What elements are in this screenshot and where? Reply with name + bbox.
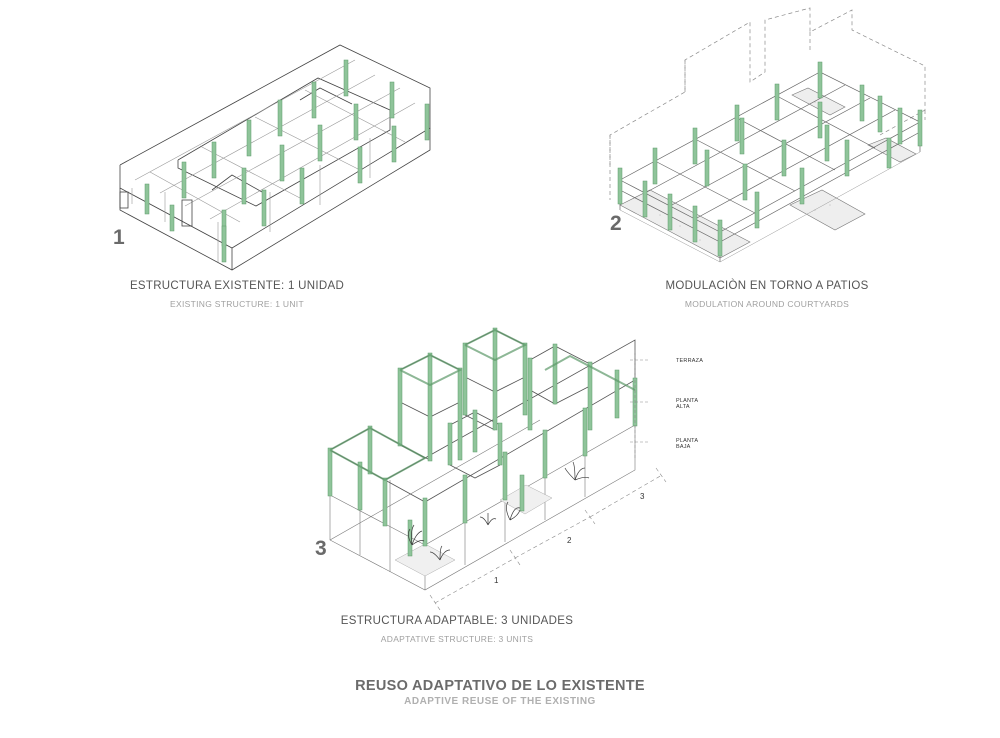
level-label-planta-baja: PLANTA BAJA [676, 438, 698, 450]
diagram-3-number: 3 [315, 537, 327, 560]
green-columns [327, 327, 638, 557]
diagram-2-caption-es: MODULACIÒN EN TORNO A PATIOS [665, 280, 869, 292]
diagram-1-caption-es: ESTRUCTURA EXISTENTE: 1 UNIDAD [129, 280, 345, 292]
diagram-3-drawing [327, 327, 667, 611]
diagram-3: 3 TERRAZA PLANTA ALTA PLANTA BAJA 1 2 3 … [290, 320, 710, 644]
diagram-3-caption: ESTRUCTURA ADAPTABLE: 3 UNIDADES ADAPTAT… [307, 615, 607, 644]
level-label-terraza: TERRAZA [676, 358, 704, 364]
unit-dimension-2: 2 [567, 536, 572, 545]
unit-dimension-3: 3 [640, 492, 645, 501]
diagram-2-caption-en: MODULATION AROUND COURTYARDS [684, 299, 850, 309]
main-title: REUSO ADAPTATIVO DE LO EXISTENTE ADAPTIV… [0, 678, 1000, 707]
unit-dimension-1: 1 [494, 576, 499, 585]
diagram-2-drawing [609, 7, 926, 263]
plant-icons [408, 461, 590, 561]
diagram-1-caption: ESTRUCTURA EXISTENTE: 1 UNIDAD EXISTING … [87, 280, 387, 309]
diagram-1: 1 ESTRUCTURA EXISTENTE: 1 UNIDAD EXISTIN… [0, 0, 480, 330]
diagram-1-drawing [119, 44, 431, 271]
diagram-3-caption-es: ESTRUCTURA ADAPTABLE: 3 UNIDADES [340, 615, 574, 627]
diagram-2: 2 MODULACIÒN EN TORNO A PATIOS MODULATIO… [560, 0, 1000, 330]
diagram-1-caption-en: EXISTING STRUCTURE: 1 UNIT [170, 299, 304, 309]
green-columns [617, 61, 923, 257]
diagram-2-number: 2 [610, 212, 622, 235]
level-label-planta-alta: PLANTA ALTA [676, 398, 698, 410]
main-title-en: ADAPTIVE REUSE OF THE EXISTING [404, 696, 596, 707]
diagram-3-caption-en: ADAPTATIVE STRUCTURE: 3 UNITS [380, 634, 534, 644]
diagram-2-caption: MODULACIÒN EN TORNO A PATIOS MODULATION … [617, 280, 917, 309]
diagram-1-number: 1 [113, 226, 125, 249]
green-columns [144, 59, 430, 263]
main-title-es: REUSO ADAPTATIVO DE LO EXISTENTE [355, 678, 645, 694]
